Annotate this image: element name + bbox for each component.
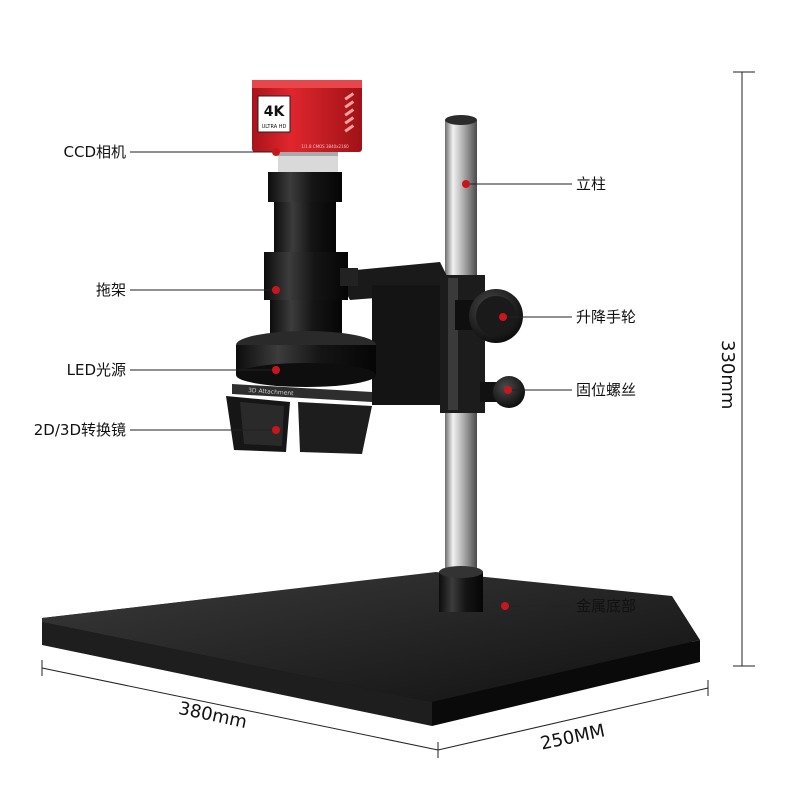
label-ccd-camera: CCD相机: [63, 143, 127, 161]
metal-base: [42, 572, 700, 726]
callout-markers: [272, 148, 512, 610]
fixing-screw: [480, 376, 525, 408]
dimension-lines: [41, 71, 755, 758]
attachment-text: 3D Attachment: [248, 387, 295, 397]
label-pillar: 立柱: [576, 175, 607, 193]
dimension-height: 330mm: [717, 340, 738, 410]
2d-3d-attachment: 3D Attachment: [226, 384, 372, 454]
ccd-camera: 4K ULTRA HD 1/1.8 CMOS 3840x2160: [252, 80, 362, 172]
camera-model-text: 1/1.8 CMOS 3840x2160: [301, 144, 349, 149]
camera-4k-badge: 4K: [264, 104, 286, 120]
camera-badge-sub: ULTRA HD: [262, 124, 287, 130]
arm-bracket: [335, 262, 485, 413]
lift-handwheel: [455, 289, 523, 343]
label-led-light: LED光源: [66, 361, 126, 379]
lens-tube: [264, 172, 358, 336]
label-2d-3d-mirror: 2D/3D转换镜: [33, 421, 126, 439]
led-ring-light: [236, 331, 376, 387]
callout-lines: [130, 151, 572, 607]
label-lift-handwheel: 升降手轮: [576, 308, 637, 326]
label-bracket: 拖架: [95, 281, 126, 299]
label-metal-base: 金属底部: [576, 597, 637, 615]
label-fixing-screw: 固位螺丝: [576, 381, 637, 399]
